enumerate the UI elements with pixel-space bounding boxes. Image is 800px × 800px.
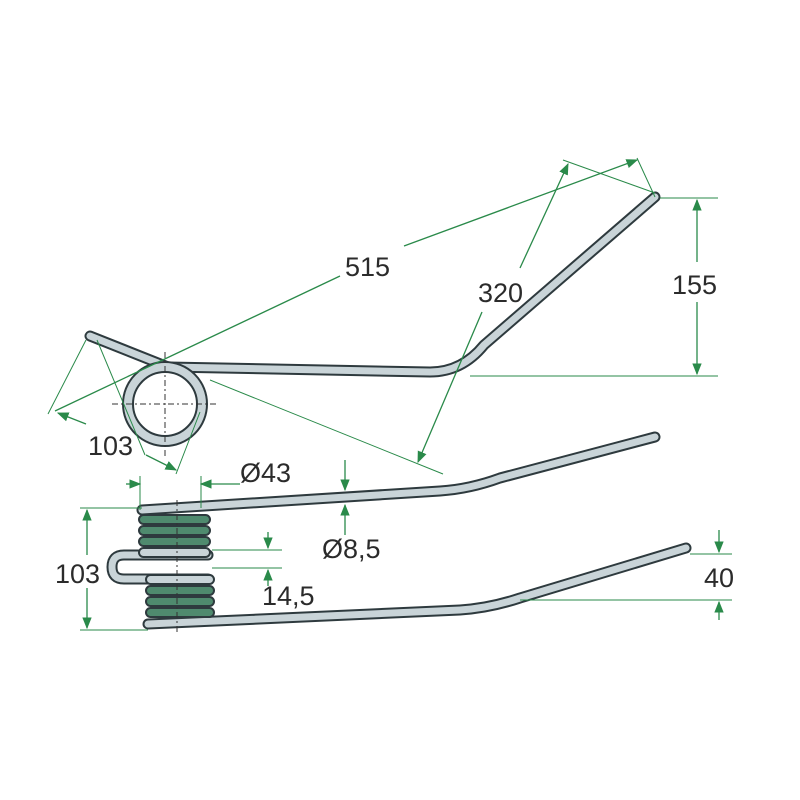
upper-coil <box>138 514 211 558</box>
dimension-14-5: 14,5 <box>212 532 315 611</box>
label-dia8-5: Ø8,5 <box>322 534 381 564</box>
connecting-loop <box>106 549 214 585</box>
bottom-view: Ø43 Ø8,5 103 14,5 <box>55 431 734 632</box>
label-320: 320 <box>478 278 523 308</box>
label-103-top: 103 <box>88 431 133 461</box>
label-103-side: 103 <box>55 559 100 589</box>
label-dia43: Ø43 <box>240 458 291 488</box>
tine-wire-top <box>84 191 661 378</box>
label-40: 40 <box>704 563 734 593</box>
coil-end-view <box>112 352 216 456</box>
dimension-103-side: 103 <box>55 507 148 631</box>
lower-coil <box>145 574 215 618</box>
upper-arm <box>136 431 661 516</box>
dimension-103-top: 103 <box>56 339 201 475</box>
label-155: 155 <box>672 270 717 300</box>
label-515: 515 <box>345 252 390 282</box>
label-14-5: 14,5 <box>262 581 315 611</box>
dimension-155: 155 <box>470 197 718 377</box>
dimension-dia43: Ø43 <box>126 458 291 510</box>
dimension-dia8-5: Ø8,5 <box>322 460 381 564</box>
dimension-40: 40 <box>520 530 734 620</box>
top-view: 515 320 155 103 <box>47 157 718 475</box>
lower-arm <box>142 542 692 630</box>
dimension-320: 320 <box>209 159 656 475</box>
dimension-515: 515 <box>47 157 656 415</box>
